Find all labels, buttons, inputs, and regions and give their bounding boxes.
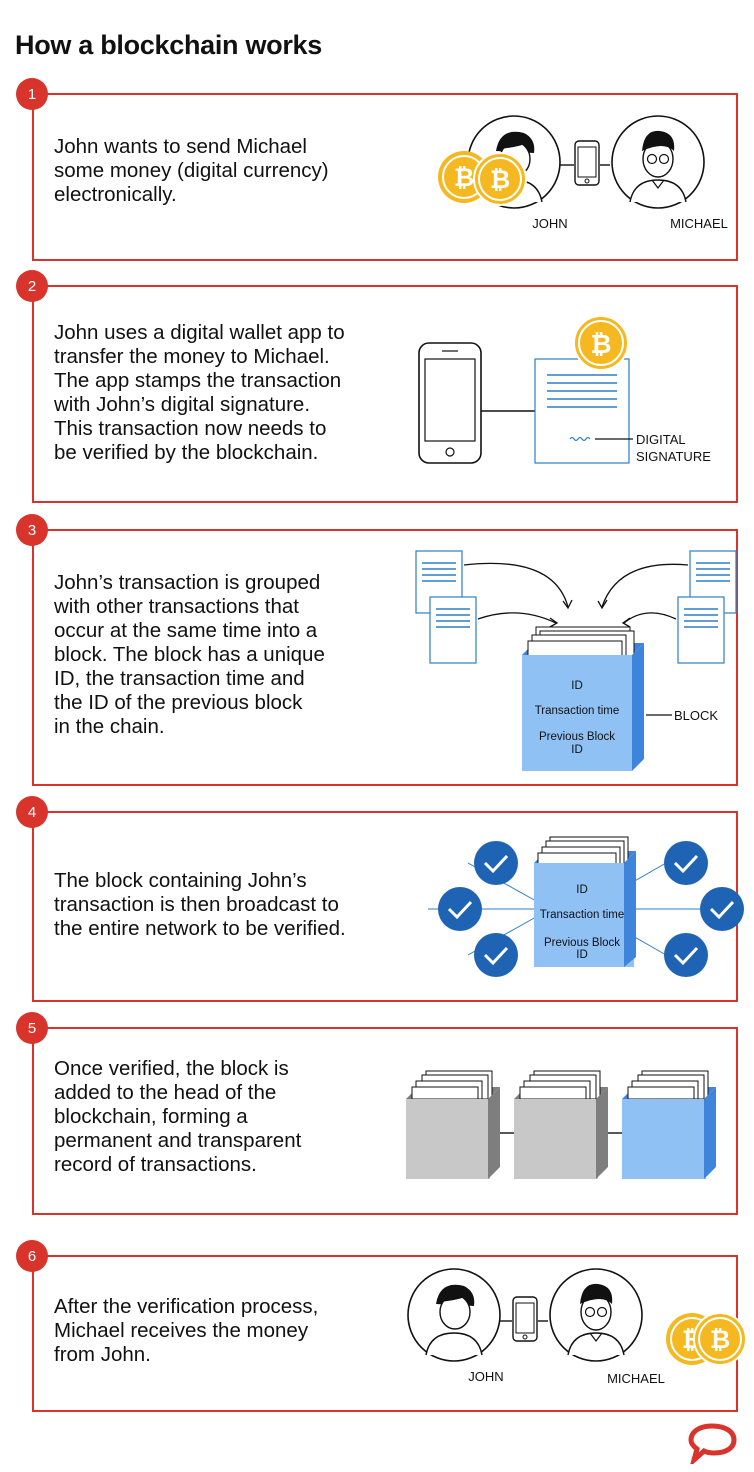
block-prev-label: Previous Block <box>544 937 620 949</box>
check-node-icon <box>474 841 518 885</box>
step-4-badge: 4 <box>16 796 48 828</box>
block-prev-label: Previous Block <box>539 731 615 743</box>
phone-icon <box>560 140 610 186</box>
check-node-icon <box>664 933 708 977</box>
step-5-illustration <box>406 1070 716 1179</box>
svg-text:₿: ₿ <box>590 330 611 360</box>
document-icon <box>429 596 477 664</box>
block-label: BLOCK <box>674 708 718 723</box>
step-1-badge: 1 <box>16 78 48 110</box>
check-node-icon <box>700 887 744 931</box>
coin-icon: ₿ <box>473 152 527 206</box>
block-time-label: Transaction time <box>535 705 620 717</box>
block-id-label: ID <box>576 884 588 896</box>
coin-icon: ₿ <box>693 1312 747 1366</box>
step-5-badge: 5 <box>16 1012 48 1044</box>
michael-label: MICHAEL <box>670 216 728 231</box>
michael-label: MICHAEL <box>607 1371 665 1386</box>
step-5-text: Once verified, the block is added to the… <box>54 1057 302 1176</box>
coin-icon: ₿ <box>573 315 629 371</box>
john-avatar-icon <box>407 1268 501 1362</box>
block-icon <box>406 1070 500 1179</box>
logo-icon <box>688 1423 737 1464</box>
digital-signature-label: DIGITAL <box>636 432 686 447</box>
step-3-text: John’s transaction is grouped with other… <box>54 571 325 738</box>
step-2-panel: John uses a digital wallet app to transf… <box>32 285 738 503</box>
step-1-illustration: ₿ ₿ JOHN MICHAEL <box>438 115 728 231</box>
block-icon <box>622 1070 716 1179</box>
document-icon <box>534 358 630 464</box>
svg-text:₿: ₿ <box>710 1325 730 1354</box>
block-id-label: ID <box>571 680 583 692</box>
check-node-icon <box>438 887 482 931</box>
phone-icon <box>418 342 482 464</box>
step-6-text: After the verification process, Michael … <box>54 1295 319 1366</box>
check-node-icon <box>474 933 518 977</box>
block-time-label: Transaction time <box>540 909 625 921</box>
michael-avatar-icon <box>549 1268 643 1362</box>
step-3-illustration: ID Transaction time Previous Block ID BL… <box>415 550 737 771</box>
step-5-panel: Once verified, the block is added to the… <box>32 1027 738 1215</box>
step-6-badge: 6 <box>16 1240 48 1272</box>
arrow-icon <box>463 562 689 628</box>
document-icon <box>677 596 725 664</box>
block-prev-label-2: ID <box>571 744 583 756</box>
phone-icon <box>500 1296 548 1342</box>
block-icon: ID Transaction time Previous Block ID <box>522 626 644 771</box>
step-2-text: John uses a digital wallet app to transf… <box>54 321 345 464</box>
block-icon <box>514 1070 608 1179</box>
block-prev-label-2: ID <box>576 949 588 961</box>
svg-text:₿: ₿ <box>490 165 510 194</box>
step-2-badge: 2 <box>16 270 48 302</box>
step-1-panel: John wants to send Michael some money (d… <box>32 93 738 261</box>
michael-avatar-icon <box>611 115 705 209</box>
step-4-panel: The block containing John’s transaction … <box>32 811 744 1002</box>
step-6-illustration: ₿ ₿ JOHN MICHAEL <box>407 1268 747 1386</box>
svg-text:₿: ₿ <box>454 163 474 192</box>
step-3-badge: 3 <box>16 514 48 546</box>
john-label: JOHN <box>468 1369 503 1384</box>
page-title: How a blockchain works <box>15 30 322 60</box>
step-4-illustration: ID Transaction time Previous Block ID <box>428 836 744 977</box>
check-node-icon <box>664 841 708 885</box>
digital-signature-label-2: SIGNATURE <box>636 449 711 464</box>
step-1-text: John wants to send Michael some money (d… <box>54 135 329 206</box>
step-3-panel: John’s transaction is grouped with other… <box>32 529 738 786</box>
step-4-text: The block containing John’s transaction … <box>54 869 346 940</box>
step-2-illustration: ₿ DIGITAL SIGNATURE <box>418 315 711 464</box>
block-icon: ID Transaction time Previous Block ID <box>534 836 636 967</box>
john-label: JOHN <box>532 216 567 231</box>
step-6-panel: After the verification process, Michael … <box>32 1255 747 1412</box>
